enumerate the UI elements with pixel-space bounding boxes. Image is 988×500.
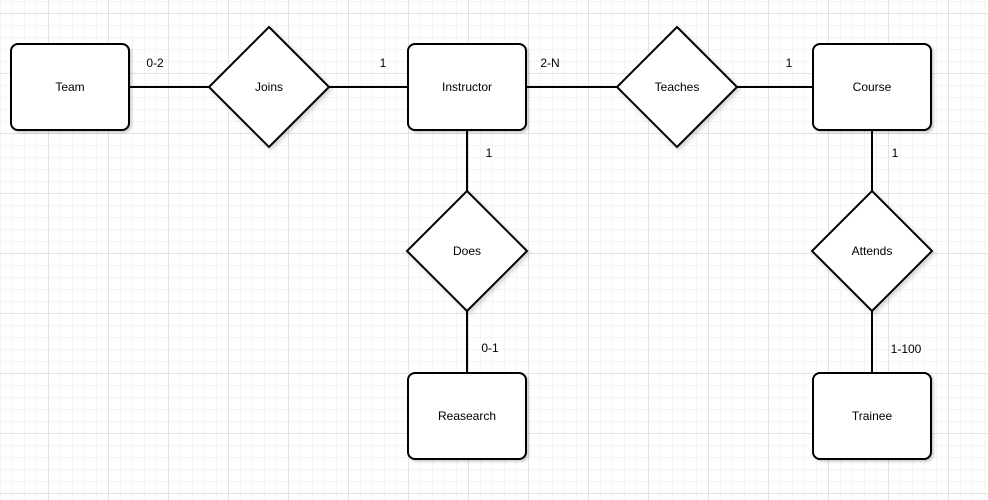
relationship-label: Teaches [654, 80, 700, 94]
cardinality-label-instructor-does[interactable]: 1 [485, 145, 493, 160]
entity-instructor[interactable]: Instructor [407, 43, 527, 131]
entity-label: Team [55, 80, 85, 94]
relationship-teaches[interactable]: Teaches [615, 25, 739, 149]
cardinality-label-course-attends[interactable]: 1 [891, 145, 899, 160]
entity-course[interactable]: Course [812, 43, 932, 131]
relationship-label: Does [452, 244, 481, 258]
entity-label: Trainee [851, 409, 893, 423]
diamond-shape-icon [615, 25, 739, 149]
relationship-joins[interactable]: Joins [207, 25, 331, 149]
relationship-label: Joins [254, 80, 283, 94]
entity-reasearch[interactable]: Reasearch [407, 372, 527, 460]
relationship-label: Attends [851, 244, 893, 258]
entity-label: Reasearch [437, 409, 497, 423]
cardinality-label-does-reasearch[interactable]: 0-1 [481, 340, 499, 355]
cardinality-label-teaches-course[interactable]: 1 [785, 55, 793, 70]
cardinality-label-team-joins[interactable]: 0-2 [146, 55, 164, 70]
diamond-shape-icon [810, 189, 934, 313]
cardinality-label-instructor-teaches[interactable]: 2-N [540, 55, 560, 70]
diamond-shape-icon [207, 25, 331, 149]
entity-label: Course [852, 80, 892, 94]
entity-team[interactable]: Team [10, 43, 130, 131]
relationship-attends[interactable]: Attends [810, 189, 934, 313]
entity-trainee[interactable]: Trainee [812, 372, 932, 460]
diamond-shape-icon [405, 189, 529, 313]
relationship-does[interactable]: Does [405, 189, 529, 313]
cardinality-label-attends-trainee[interactable]: 1-100 [890, 341, 922, 356]
entity-label: Instructor [441, 80, 492, 94]
cardinality-label-joins-instructor[interactable]: 1 [379, 55, 387, 70]
